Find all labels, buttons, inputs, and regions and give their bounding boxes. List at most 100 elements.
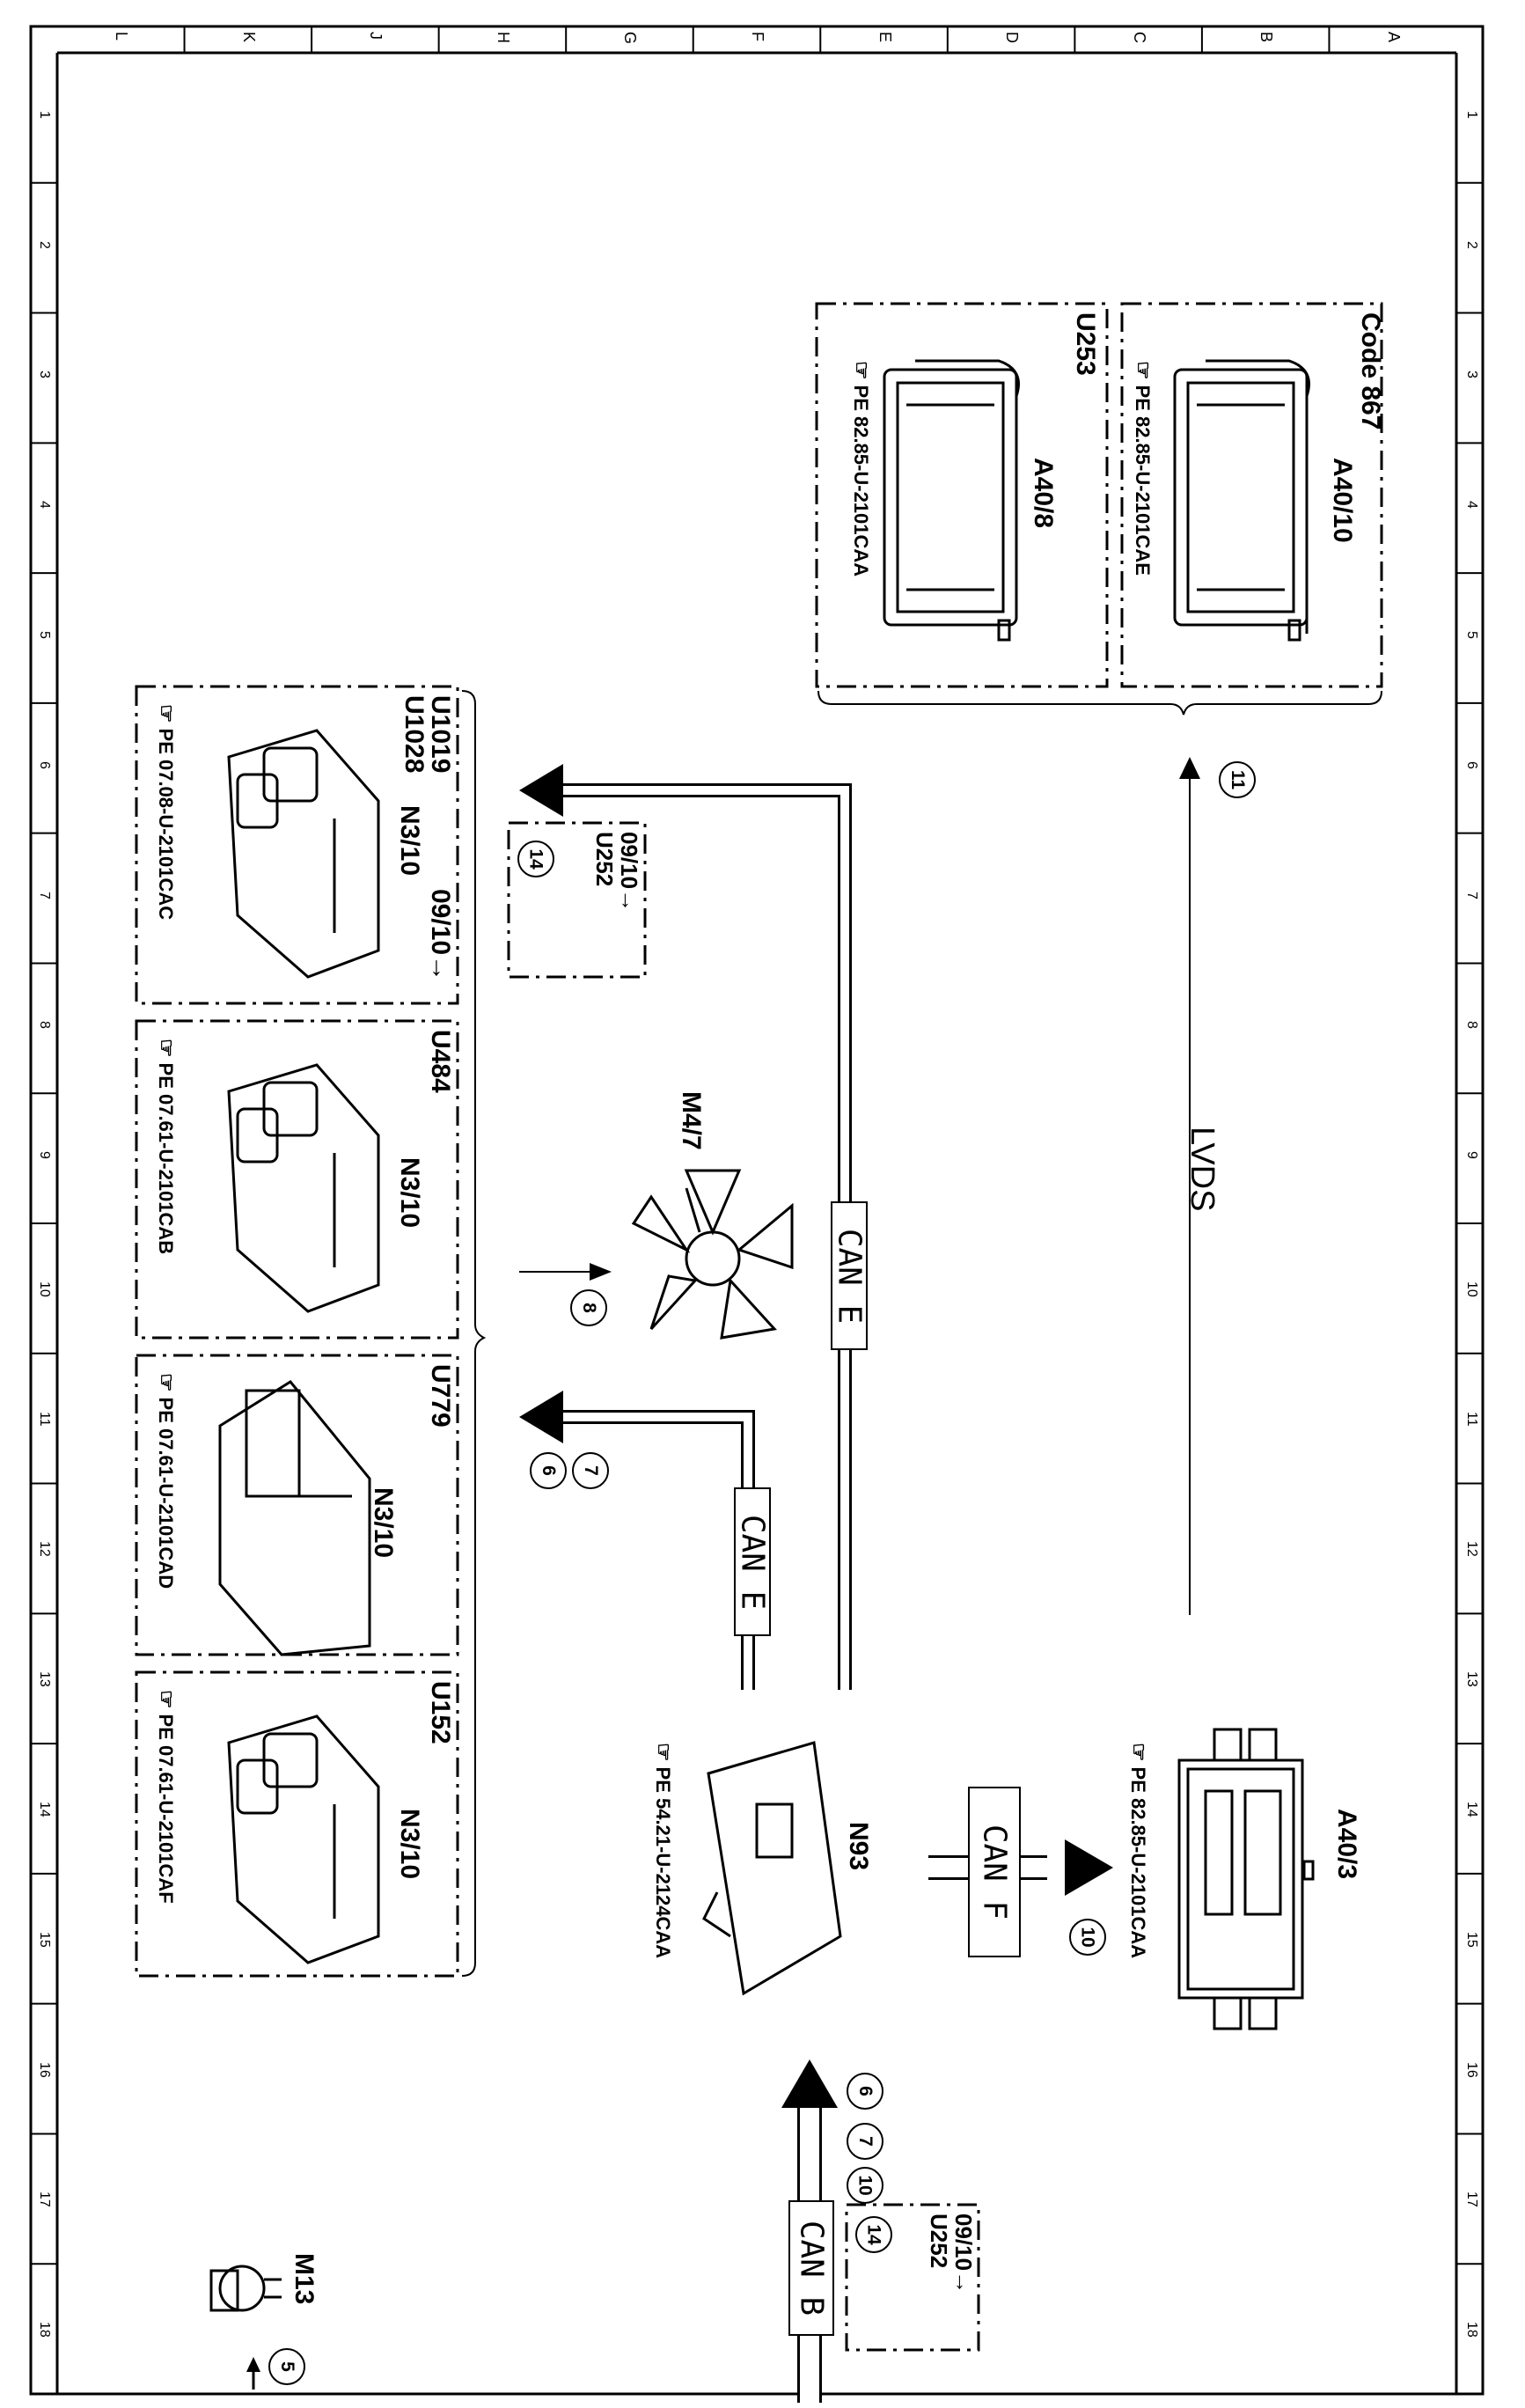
row-label: 17 (1464, 2191, 1479, 2208)
hand-pointer-icon: ☞ (154, 1690, 178, 1709)
can-e-lower-label: CAN E (734, 1487, 771, 1636)
can-b-arrow (781, 2059, 838, 2108)
callout-14-b: 14 (855, 2216, 892, 2253)
row-label: 15 (37, 1931, 52, 1948)
can-e-upper-label: CAN E (831, 1201, 868, 1350)
row-label: 8 (37, 1021, 52, 1030)
brace-n3-10 (461, 690, 487, 1977)
column-label: D (1003, 32, 1022, 43)
column-label: J (367, 32, 385, 40)
box-n3-10-a (135, 685, 459, 1005)
callout-7: 7 (572, 1452, 609, 1489)
n3-10-b-pe-ref[interactable]: ☞PE 07.61-U-2101CAB (154, 1039, 178, 1255)
n3-10-a-pe-ref[interactable]: ☞PE 07.08-U-2101CAC (154, 704, 178, 921)
a40-10-name: A40/10 (1328, 458, 1357, 543)
box-u252-bottom (845, 2203, 980, 2352)
a40-3-pe-ref[interactable]: ☞PE 82.85-U-2101CAA (1126, 1743, 1150, 1959)
can-e-lower-arrow (519, 1391, 563, 1443)
column-label: L (113, 32, 131, 41)
row-label: 14 (1464, 1802, 1479, 1817)
n3-10-a-code1: U1019 (426, 695, 455, 774)
row-label: 9 (1464, 1151, 1479, 1160)
row-ticks (31, 181, 1483, 2265)
row-label: 4 (1464, 501, 1479, 510)
hand-pointer-icon: ☞ (154, 1039, 178, 1058)
row-label: 8 (1464, 1021, 1479, 1030)
n3-10-d-pe-ref[interactable]: ☞PE 07.61-U-2101CAF (154, 1690, 178, 1904)
n3-10-c-code: U779 (426, 1364, 455, 1428)
n3-10-a-name: N3/10 (395, 805, 424, 877)
row-label: 12 (37, 1541, 52, 1558)
u252-bottom-code: U252 (926, 2213, 952, 2269)
outer-frame (29, 25, 1485, 2396)
hand-pointer-icon: ☞ (1126, 1743, 1150, 1762)
a40-3-name: A40/3 (1332, 1809, 1361, 1880)
hand-pointer-icon: ☞ (154, 704, 178, 723)
row-label: 17 (37, 2191, 52, 2208)
ecu-graphic-b (227, 1063, 380, 1313)
u252-bottom-year: 09/10→ (950, 2213, 977, 2294)
row-label: 3 (1464, 371, 1479, 379)
column-label: H (494, 32, 512, 43)
a40-8-code: U253 (1071, 312, 1100, 376)
row-label: 11 (37, 1411, 52, 1427)
a40-10-code: Code 867 (1356, 312, 1385, 430)
row-label: 3 (37, 371, 52, 379)
box-a40-10 (1120, 302, 1383, 688)
row-label: 7 (37, 891, 52, 899)
n3-10-c-pe-ref[interactable]: ☞PE 07.61-U-2101CAD (154, 1373, 178, 1589)
a40-10-pe-ref[interactable]: ☞PE 82.85-U-2101CAE (1131, 361, 1155, 576)
row-label: 15 (1464, 1931, 1479, 1948)
callout-8: 8 (570, 1289, 607, 1326)
row-label: 18 (1464, 2322, 1479, 2338)
n3-10-a-code2: U1028 (400, 695, 429, 774)
u252-top-code: U252 (591, 832, 618, 887)
n3-10-b-name: N3/10 (395, 1157, 424, 1229)
box-n3-10-b (135, 1019, 459, 1340)
hand-pointer-icon: ☞ (849, 361, 873, 380)
can-f-arrow (1065, 1839, 1113, 1896)
row-label: 7 (1464, 891, 1479, 899)
row-label: 14 (37, 1802, 52, 1817)
n3-10-c-name: N3/10 (369, 1487, 398, 1559)
row-label: 2 (1464, 240, 1479, 249)
ecu-graphic-d (227, 1714, 380, 1964)
lvds-label: LVDS (1184, 1127, 1221, 1212)
hand-pointer-icon: ☞ (154, 1373, 178, 1392)
box-u252-top (507, 821, 647, 979)
row-label: 6 (1464, 760, 1479, 769)
row-label: 4 (37, 501, 52, 510)
box-a40-8 (815, 302, 1109, 688)
column-label: B (1257, 32, 1276, 43)
column-label: E (876, 32, 894, 43)
a40-3-graphic (1177, 1728, 1315, 2030)
n3-10-d-code: U152 (426, 1681, 455, 1744)
row-label: 9 (37, 1151, 52, 1160)
column-ticks (183, 26, 1331, 53)
row-label: 18 (37, 2322, 52, 2338)
box-n3-10-d (135, 1670, 459, 1978)
n93-pe-ref[interactable]: ☞PE 54.21-U-2124CAA (651, 1743, 675, 1959)
callout-6-b: 6 (847, 2073, 883, 2110)
callout-11: 11 (1219, 761, 1256, 798)
column-label: F (749, 32, 766, 41)
row-label: 5 (1464, 631, 1479, 639)
column-label: K (239, 32, 258, 43)
m13-pump-graphic (209, 2265, 282, 2312)
row-label: 12 (1464, 1541, 1479, 1558)
row-label: 5 (37, 631, 52, 639)
callout-7-b: 7 (847, 2123, 883, 2160)
row-label: 10 (1464, 1281, 1479, 1297)
column-label: G (621, 32, 640, 45)
n93-name: N93 (844, 1822, 873, 1871)
callout-6: 6 (530, 1452, 567, 1489)
n3-10-b-code: U484 (426, 1030, 455, 1093)
callout-10-b: 10 (847, 2167, 883, 2204)
row-label: 13 (1464, 1671, 1479, 1688)
brace-a40 (817, 690, 1382, 716)
callout-5: 5 (268, 2348, 305, 2385)
can-f-label: CAN F (968, 1787, 1021, 1957)
column-label: A (1384, 32, 1403, 43)
a40-8-pe-ref[interactable]: ☞PE 82.85-U-2101CAA (849, 361, 873, 577)
